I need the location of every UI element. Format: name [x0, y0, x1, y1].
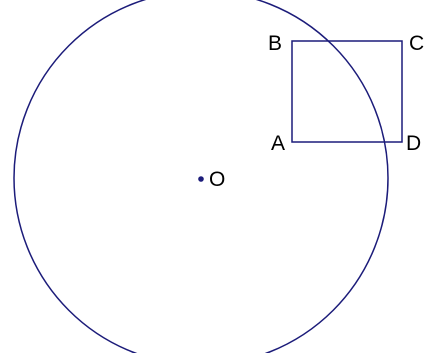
label-vertex-c: C: [409, 32, 424, 55]
center-point: [198, 176, 204, 182]
label-vertex-d: D: [406, 132, 421, 155]
label-vertex-a: A: [271, 132, 285, 155]
label-vertex-b: B: [268, 32, 282, 55]
label-center-o: O: [209, 168, 225, 191]
circle: [13, 0, 389, 353]
square-abcd: [291, 40, 403, 143]
